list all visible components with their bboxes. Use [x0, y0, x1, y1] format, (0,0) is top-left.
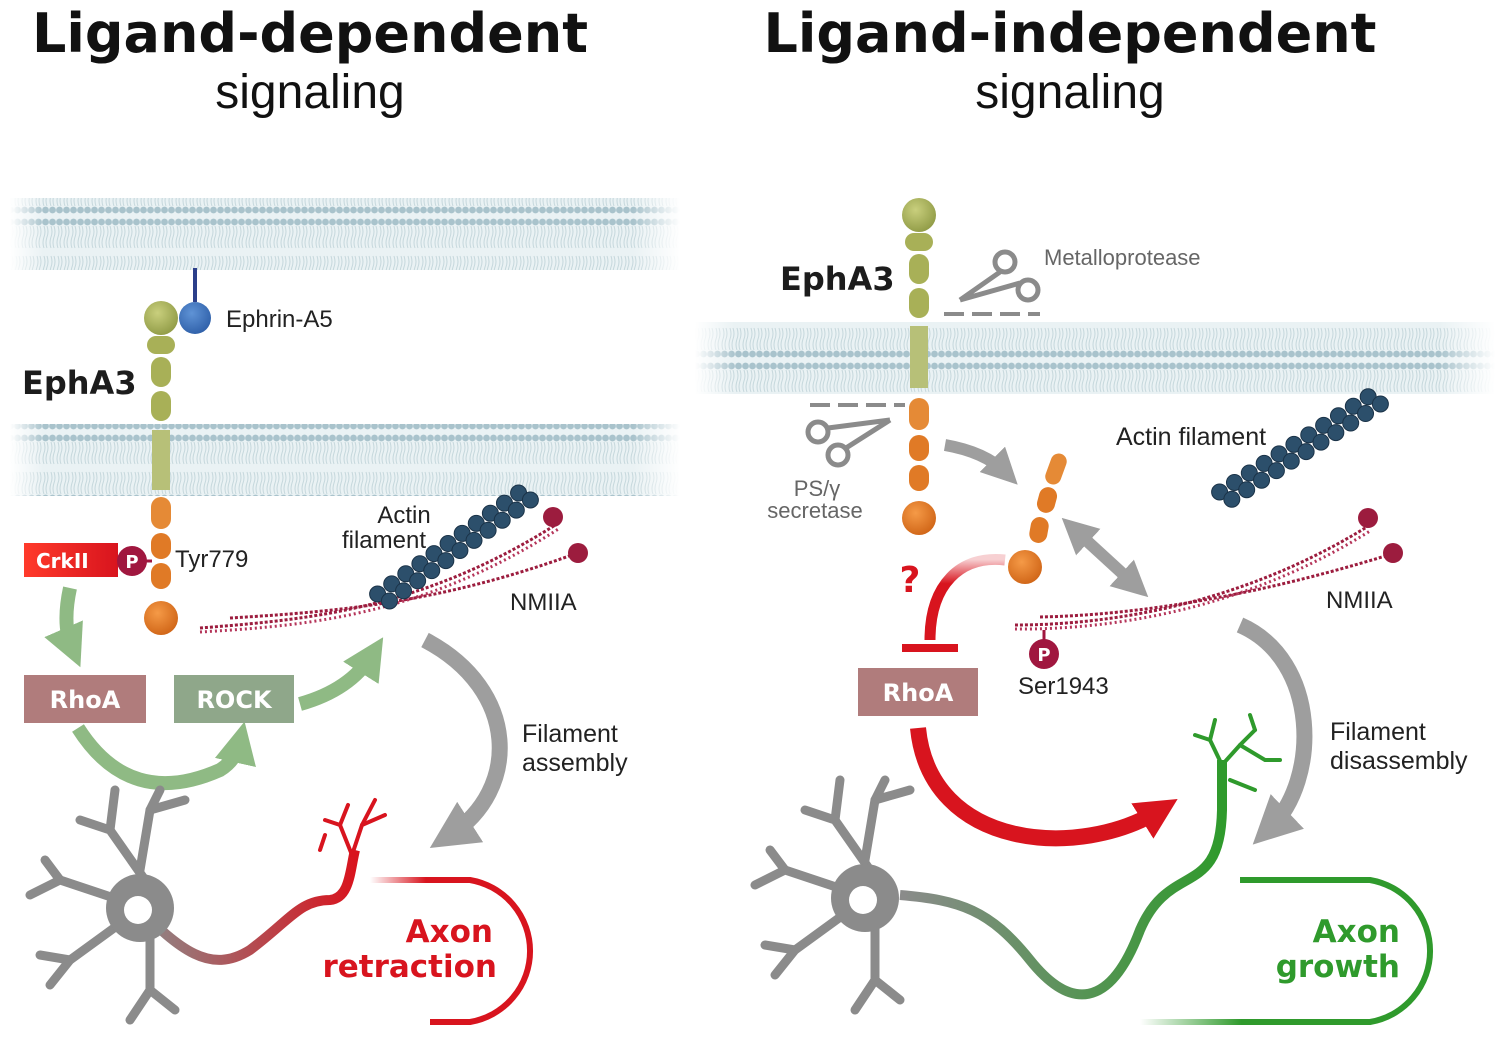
- left-receptor-label: EphA3: [22, 364, 137, 402]
- rock-to-actin-arrow: [298, 637, 384, 711]
- right-phospho-badge: P: [1029, 630, 1059, 669]
- left-nmiia-label: NMIIA: [510, 589, 577, 616]
- right-epha3-receptor: [902, 198, 936, 535]
- question-mark: ?: [900, 560, 921, 601]
- filament-assembly-arrow: [421, 632, 508, 848]
- left-membrane-top: [10, 198, 680, 270]
- secretase-label-2: secretase: [767, 498, 862, 523]
- left-actin-label-2: filament: [342, 527, 426, 554]
- icd-nmiia-interaction-arrow: [1061, 517, 1149, 598]
- left-epha3-receptor: [144, 301, 178, 635]
- released-intracellular-domain: [1008, 453, 1067, 584]
- rhoa-to-rock-arrow: [72, 721, 256, 791]
- right-nmiia-myosin: [1014, 508, 1403, 631]
- left-neuron: [25, 785, 387, 1025]
- assembly-label-2: assembly: [522, 749, 628, 777]
- secretase-label-1: PS/γ: [794, 476, 840, 501]
- right-title: Ligand-independent: [763, 2, 1376, 65]
- assembly-label-1: Filament: [522, 720, 618, 748]
- crkii-label: CrkII: [36, 549, 89, 573]
- svg-text:P: P: [1037, 645, 1050, 666]
- tyr779-label: Tyr779: [175, 546, 248, 573]
- icd-inhibits-rhoa: [924, 553, 1006, 641]
- growth-loop: [1140, 877, 1433, 1025]
- retraction-loop: [370, 877, 533, 1025]
- right-nmiia-label: NMIIA: [1326, 587, 1393, 614]
- right-rhoa-box: RhoA: [858, 668, 978, 716]
- right-neuron: [750, 713, 1282, 1015]
- right-membrane: [695, 322, 1495, 394]
- right-rhoa-label: RhoA: [883, 679, 954, 707]
- ser1943-label: Ser1943: [1018, 673, 1109, 700]
- secretase-scissors-icon: [805, 403, 905, 468]
- cleavage-arrow: [943, 439, 1018, 485]
- axon-retraction-label-2: retraction: [322, 949, 497, 985]
- left-actin-filament: [369, 484, 539, 610]
- right-actin-filament: [1211, 388, 1389, 508]
- rhoa-to-growth-arrow: [910, 727, 1178, 847]
- ephrin-a5-ligand: [179, 268, 211, 334]
- rock-label: ROCK: [196, 686, 272, 714]
- left-rhoa-box: RhoA: [24, 675, 146, 723]
- axon-growth-label-1: Axon: [1313, 914, 1400, 950]
- right-panel: EphA3 Metalloprotease PS/γ secretase: [695, 198, 1495, 1025]
- rock-box: ROCK: [174, 675, 294, 723]
- disassembly-label-2: disassembly: [1330, 747, 1468, 775]
- left-subtitle: signaling: [215, 66, 404, 119]
- filament-disassembly-arrow: [1236, 617, 1313, 845]
- axon-retraction-label-1: Axon: [406, 914, 493, 950]
- right-subtitle: signaling: [975, 66, 1164, 119]
- left-actin-label-1: Actin: [377, 502, 430, 529]
- disassembly-label-1: Filament: [1330, 718, 1426, 746]
- svg-text:P: P: [125, 552, 138, 573]
- axon-growth-label-2: growth: [1276, 949, 1400, 985]
- left-membrane-bottom: [10, 424, 680, 496]
- left-phospho-badge: P: [117, 546, 152, 576]
- left-title: Ligand-dependent: [32, 2, 588, 65]
- ephrin-label: Ephrin-A5: [226, 306, 333, 333]
- left-panel: Ephrin-A5 EphA3 CrkII P Tyr779: [10, 198, 680, 1025]
- metalloprotease-label: Metalloprotease: [1044, 245, 1201, 270]
- crk-to-rhoa-arrow: [44, 586, 83, 668]
- metalloprotease-scissors-icon: [944, 249, 1041, 316]
- crkii-badge: CrkII: [24, 543, 118, 577]
- right-actin-label: Actin filament: [1116, 423, 1266, 451]
- left-rhoa-label: RhoA: [50, 686, 121, 714]
- right-receptor-label: EphA3: [780, 260, 895, 298]
